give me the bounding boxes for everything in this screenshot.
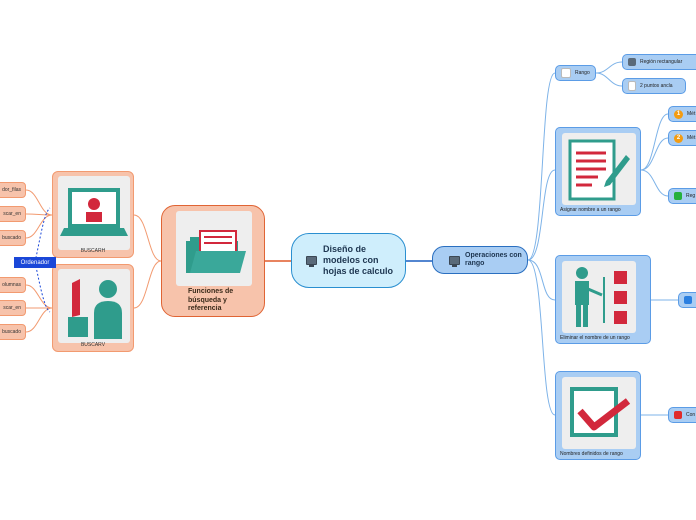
nombres-child-label: Con: [686, 412, 696, 418]
functions-topic[interactable]: Funciones de búsqueda y referencia: [161, 205, 265, 317]
eliminar-topic[interactable]: Eliminar el nombre de un rango: [555, 255, 651, 344]
checkmark-icon: [674, 411, 682, 419]
monitor-icon: [449, 255, 460, 267]
functions-topic-title: Funciones de búsqueda y referencia: [188, 288, 234, 312]
number-one-icon: 1: [674, 109, 683, 119]
line-chart-icon: [561, 68, 571, 78]
operations-topic[interactable]: Operaciones con rango: [432, 246, 528, 274]
asignar-child-label: Mét: [687, 111, 696, 117]
file-icon: [628, 81, 636, 91]
rango-child[interactable]: Región rectangular: [622, 54, 696, 70]
computer-user-icon: [58, 269, 130, 343]
asignar-topic[interactable]: Asignar nombre a un rango: [555, 127, 641, 216]
document-edit-icon: [562, 133, 636, 205]
monitor-icon: [306, 256, 317, 267]
checkmark-icon: [674, 192, 682, 200]
central-topic-title: Diseño de modelos con hojas de calculo: [323, 244, 394, 276]
buscarh-leaf[interactable]: scar_en: [0, 206, 26, 222]
buscarv-leaf[interactable]: olumnas: [0, 277, 26, 293]
nombres-label: Nombres definidos de rango: [560, 451, 623, 457]
buscarv-topic[interactable]: BUSCARV: [52, 264, 134, 352]
buscarh-leaf[interactable]: buscado: [0, 230, 26, 246]
buscarh-label: BUSCARH: [80, 248, 106, 254]
nombres-child[interactable]: Con: [668, 407, 696, 423]
presenter-icon: [562, 261, 636, 333]
nombres-topic[interactable]: Nombres definidos de rango: [555, 371, 641, 460]
asignar-child-label: Mét: [687, 135, 696, 141]
ordenador-relationship-label[interactable]: Ordenador: [14, 257, 56, 268]
number-two-icon: 2: [674, 133, 683, 143]
eliminar-child[interactable]: [678, 292, 696, 308]
monitor-icon: [628, 58, 636, 66]
rango-label: Rango: [575, 70, 590, 76]
buscarv-leaf[interactable]: buscado: [0, 324, 26, 340]
rango-child-label: Región rectangular: [640, 59, 683, 65]
buscarh-leaf[interactable]: dor_filas: [0, 182, 26, 198]
buscarv-leaf[interactable]: scar_en: [0, 300, 26, 316]
asignar-child[interactable]: 2 Mét: [668, 130, 696, 146]
asignar-child-label: Reg: [686, 193, 696, 199]
asignar-child[interactable]: 1 Mét: [668, 106, 696, 122]
laptop-user-icon: [58, 176, 130, 250]
asignar-label: Asignar nombre a un rango: [560, 207, 621, 213]
folder-icon: [176, 211, 252, 286]
buscarh-topic[interactable]: BUSCARH: [52, 171, 134, 258]
rango-child[interactable]: 2 puntos ancla: [622, 78, 686, 94]
central-topic[interactable]: Diseño de modelos con hojas de calculo: [291, 233, 406, 288]
rango-child-label: 2 puntos ancla: [640, 83, 673, 89]
eliminar-label: Eliminar el nombre de un rango: [560, 335, 630, 341]
rango-topic[interactable]: Rango: [555, 65, 596, 81]
asignar-child[interactable]: Reg: [668, 188, 696, 204]
operations-topic-title: Operaciones con rango: [465, 252, 522, 267]
checkbox-icon: [562, 377, 636, 449]
cube-icon: [684, 296, 692, 304]
buscarv-label: BUSCARV: [80, 342, 106, 348]
